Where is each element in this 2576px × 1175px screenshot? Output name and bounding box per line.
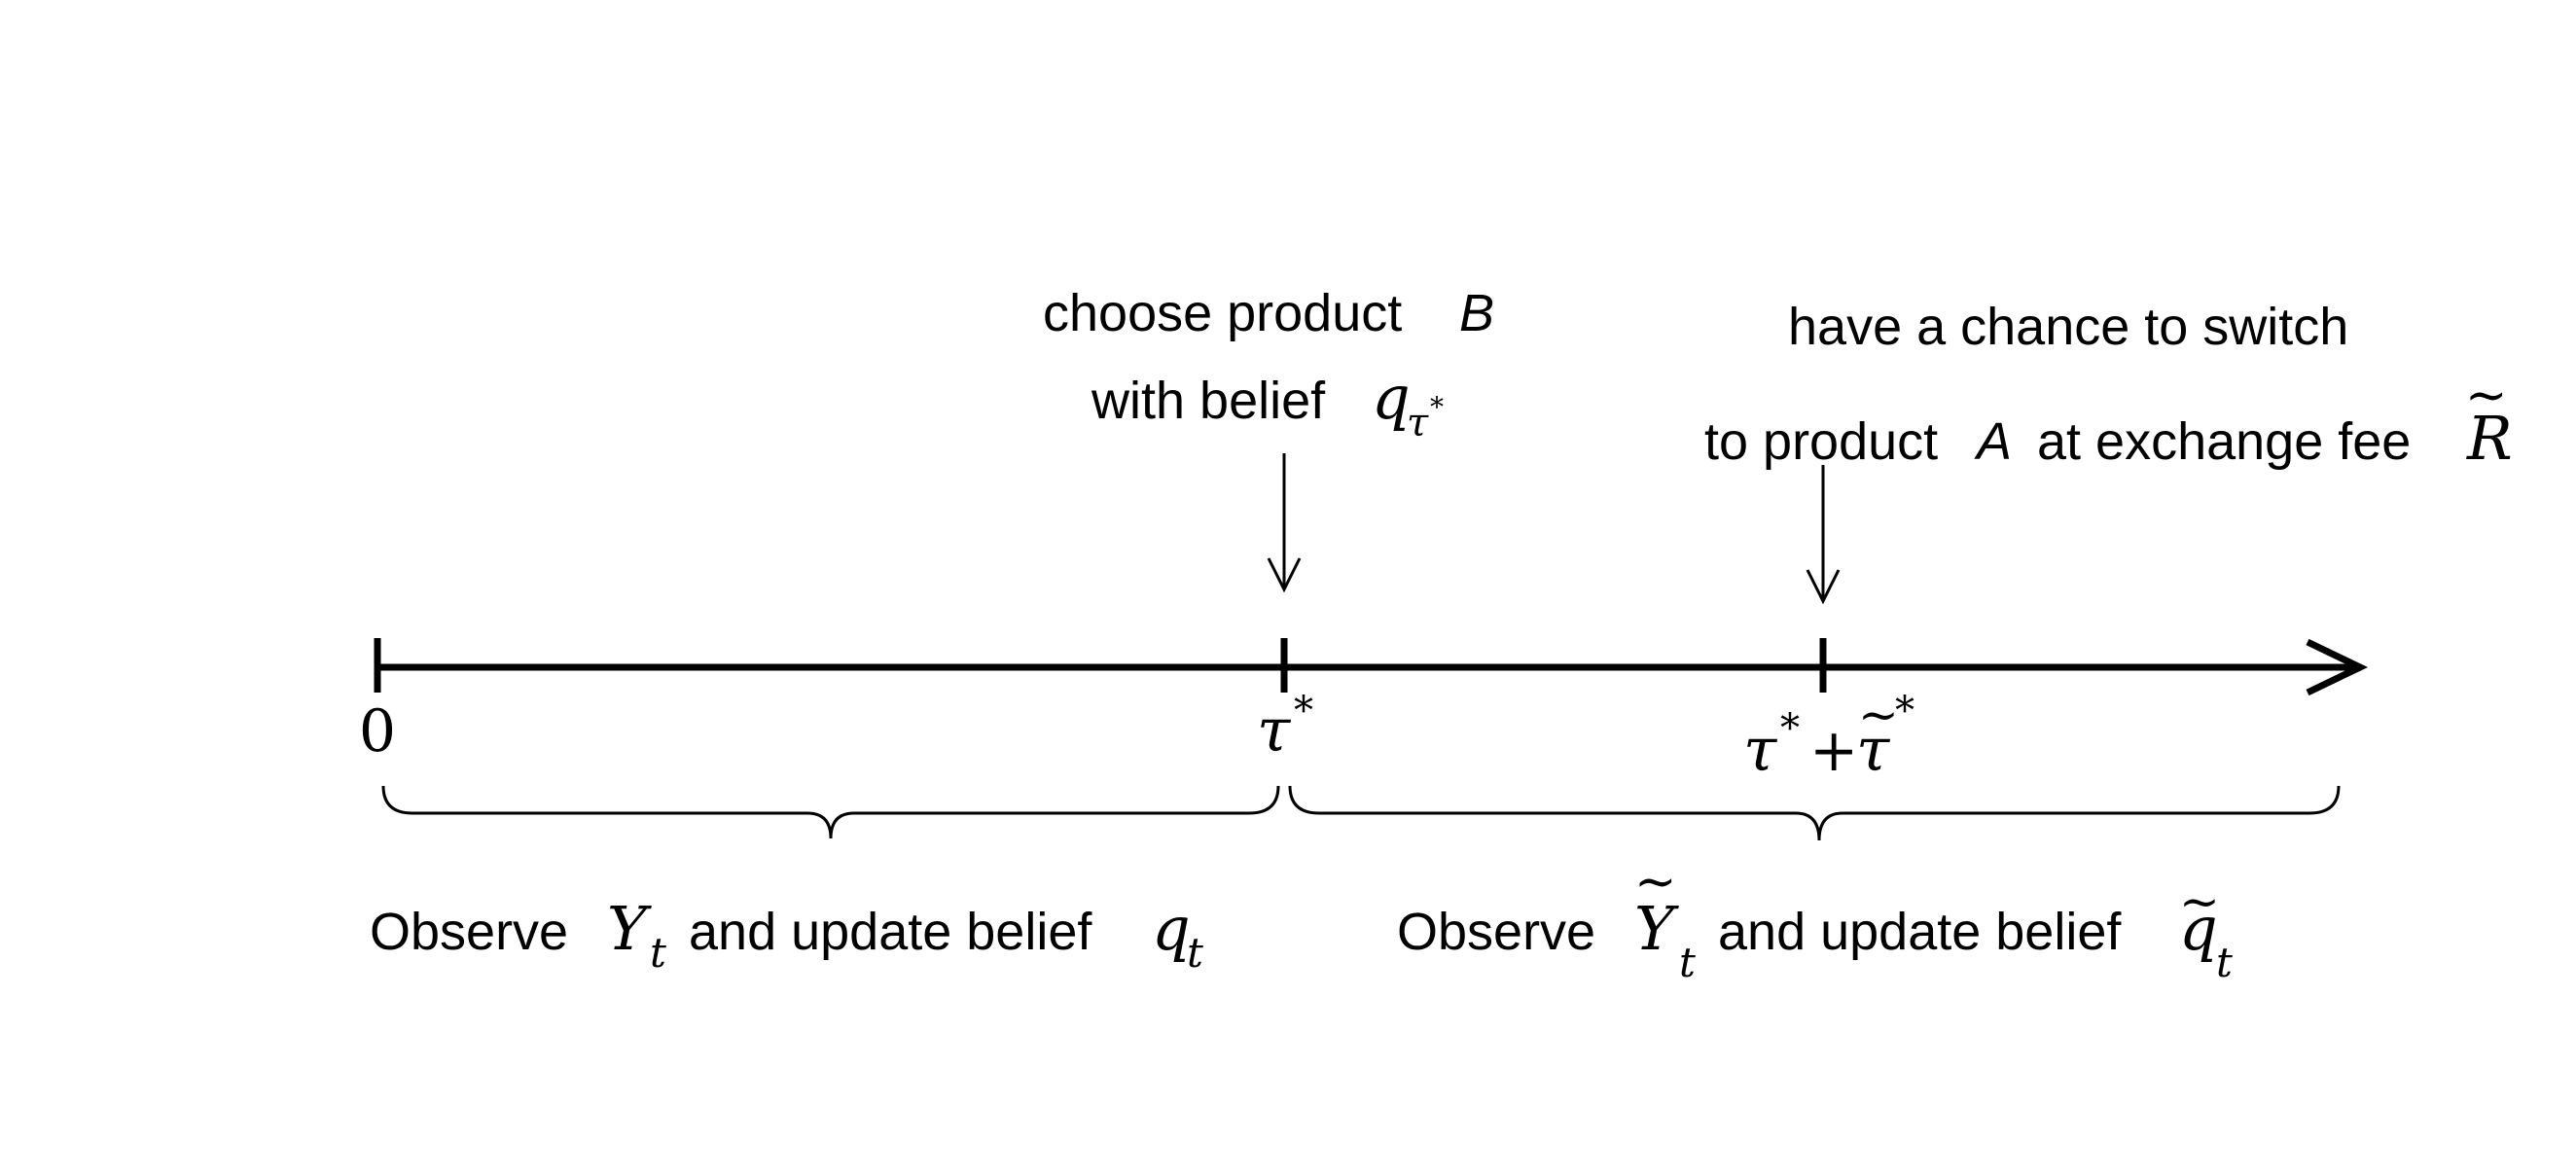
svg-text:~: ~ xyxy=(2179,873,2220,930)
timeline-arrowhead xyxy=(2306,638,2369,696)
svg-text:t: t xyxy=(2216,939,2233,986)
svg-text:~: ~ xyxy=(1858,687,1899,743)
svg-text:τ: τ xyxy=(1856,714,1891,785)
svg-text:+: + xyxy=(1809,717,1858,785)
svg-text:and update belief: and update belief xyxy=(1718,903,2122,961)
tick-label-zero: 0 xyxy=(359,697,396,766)
phase-1-label: Observe Y t and update belief q t xyxy=(370,893,1203,977)
svg-text:~: ~ xyxy=(1634,853,1677,911)
svg-text:have a chance to switch: have a chance to switch xyxy=(1788,298,2348,356)
svg-text:*: * xyxy=(1430,391,1444,423)
svg-text:Y: Y xyxy=(1634,893,1679,964)
svg-text:τ: τ xyxy=(1257,694,1292,766)
svg-text:A: A xyxy=(1974,412,2012,471)
svg-text:t: t xyxy=(1679,939,1696,986)
phase-2-label: Observe ~ Y t and update belief ~ q t xyxy=(1397,853,2233,986)
svg-text:Observe: Observe xyxy=(1397,903,1595,961)
svg-text:τ: τ xyxy=(1407,401,1429,445)
svg-text:to product: to product xyxy=(1704,412,1938,471)
svg-text:q: q xyxy=(1152,893,1191,964)
svg-text:τ: τ xyxy=(1743,714,1778,785)
svg-text:and update belief: and update belief xyxy=(689,903,1092,961)
svg-text:choose product: choose product xyxy=(1043,284,1402,342)
svg-text:*: * xyxy=(1895,689,1914,733)
svg-text:t: t xyxy=(1187,929,1203,977)
svg-text:q: q xyxy=(2179,893,2218,964)
event-switch-arrow xyxy=(1806,465,1841,605)
svg-text:t: t xyxy=(650,929,666,977)
event-switch-label: have a chance to switch to product A at … xyxy=(1704,298,2513,474)
svg-text:*: * xyxy=(1780,706,1800,751)
event-choose-label: choose product B with belief q τ * xyxy=(1043,284,1494,445)
svg-text:~: ~ xyxy=(2465,367,2508,425)
brace-phase-2 xyxy=(1288,785,2341,841)
svg-text:q: q xyxy=(1372,362,1411,433)
tick-label-tau-star: τ * xyxy=(1257,689,1313,766)
svg-text:B: B xyxy=(1459,284,1494,342)
svg-text:Y: Y xyxy=(607,893,652,964)
svg-text:Observe: Observe xyxy=(370,903,568,961)
svg-text:*: * xyxy=(1294,689,1313,733)
event-choose-arrow xyxy=(1267,453,1302,593)
svg-text:R: R xyxy=(2466,403,2513,474)
tick-label-tau-star-plus-tilde-tau: τ * + ~ τ * xyxy=(1743,687,1914,785)
svg-text:at exchange fee: at exchange fee xyxy=(2037,412,2411,471)
brace-phase-1 xyxy=(381,785,1280,839)
svg-text:with belief: with belief xyxy=(1091,372,1326,430)
